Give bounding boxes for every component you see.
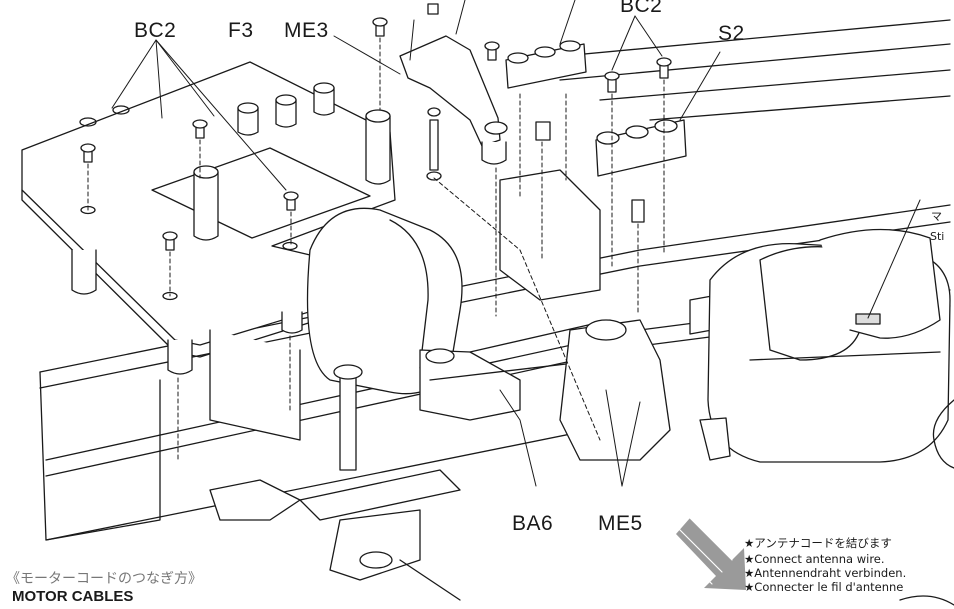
label-marker-mark: マ — [931, 210, 942, 223]
label-me3: ME3 — [284, 19, 329, 42]
label-me5: ME5 — [598, 512, 643, 535]
section-title-en: MOTOR CABLES — [12, 588, 134, 605]
antenna-note-jp: ★アンテナコードを結びます — [744, 536, 892, 550]
note-arrow — [669, 517, 746, 590]
section-title-jp: 《モーターコードのつなぎ方》 — [6, 571, 202, 587]
deck-posts — [71, 82, 391, 375]
s2-spacers — [505, 40, 687, 223]
label-ba6: BA6 — [512, 512, 554, 535]
label-bc2-left: BC2 — [134, 19, 177, 42]
antenna-wire — [899, 595, 954, 606]
label-bc2-right: BC2 — [620, 0, 663, 17]
round-detail — [932, 399, 954, 469]
label-sti: Sti — [930, 230, 945, 243]
antenna-note-fr: ★Connecter le fil d'antenne — [744, 580, 904, 594]
motor-gearbox — [209, 169, 601, 441]
bc2-screws-left — [80, 3, 672, 251]
antenna-note-en: ★Connect antenna wire. — [744, 552, 885, 566]
me3-bracket — [399, 35, 508, 181]
label-f3: F3 — [228, 19, 254, 42]
assembly-guides — [87, 37, 665, 461]
antenna-note-de: ★Antennendraht verbinden. — [744, 566, 907, 580]
leader-lines — [111, 0, 721, 487]
label-s2: S2 — [718, 22, 745, 45]
receiver-servo — [559, 295, 713, 461]
steering-linkage — [209, 319, 611, 601]
battery-pack — [699, 199, 951, 463]
